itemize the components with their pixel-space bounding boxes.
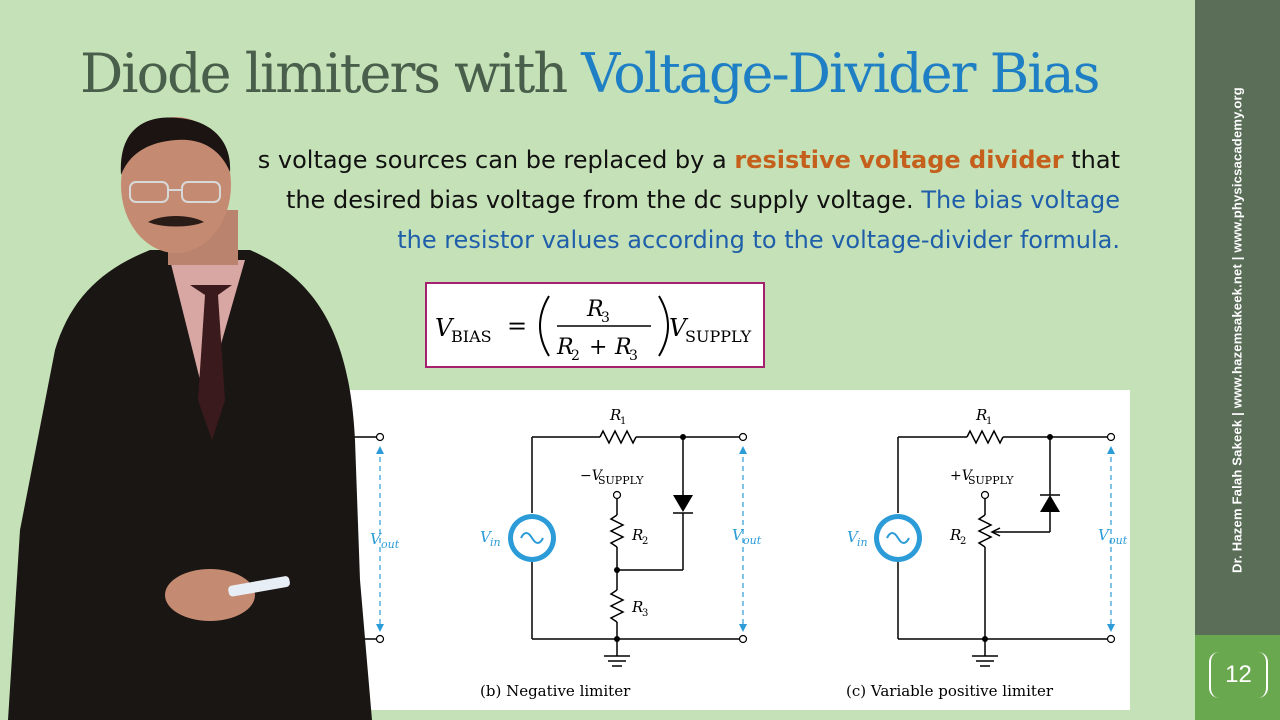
title-part-highlight: Voltage-Divider Bias: [581, 42, 1100, 105]
left-paren: [539, 295, 550, 357]
text-run-blue: the resistor values according to the vol…: [397, 226, 1120, 254]
circuit-b-labels: R 1 −V SUPPLY R 2 R 3 V in V out (b) Neg…: [480, 406, 762, 700]
right-paren: [658, 295, 669, 357]
resistor-r2: [609, 514, 625, 548]
label-vout: V: [732, 526, 745, 544]
label-supply: +V: [950, 468, 974, 484]
credit-text: Dr. Hazem Falah Sakeek | www.hazemsakeek…: [1229, 87, 1245, 573]
circuit-c-variable-positive-limiter: [874, 429, 1116, 667]
presenter-head: [121, 117, 231, 253]
label-vout-sub: out: [743, 534, 762, 547]
formula-plus: +: [589, 335, 607, 360]
paragraph-line-1: s voltage sources can be replaced by a r…: [120, 140, 1120, 180]
text-run: s voltage sources can be replaced by a: [257, 146, 735, 174]
slide-title: Diode limiters with Voltage-Divider Bias: [80, 42, 1100, 105]
presenter-tie: [190, 285, 232, 440]
text-run-blue: The bias voltage: [921, 186, 1120, 214]
diode-icon: [1040, 495, 1060, 512]
presenter-mustache: [148, 216, 204, 227]
title-part-plain: Diode limiters with: [80, 42, 582, 105]
diode-icon: [673, 495, 693, 512]
formula-rhs-var: V: [669, 314, 689, 342]
vout-label: V: [370, 530, 383, 548]
formula-lhs-sub: BIAS: [451, 327, 492, 346]
formula-den-sub1: 2: [571, 348, 580, 364]
label-r1: R: [609, 406, 621, 424]
label-supply-sub: SUPPLY: [598, 474, 644, 487]
label-vout: V: [1098, 526, 1111, 544]
sidebar: [1195, 0, 1280, 720]
label-vout-sub: out: [1109, 534, 1128, 547]
circuit-figure: V out: [340, 390, 1130, 710]
page-number-box: 12: [1195, 635, 1280, 720]
voltage-divider-formula: V BIAS = R 3 R 2 + R 3 V SUPPLY: [425, 282, 765, 368]
label-r2: R: [631, 526, 643, 544]
text-run: that: [1063, 146, 1120, 174]
presenter-coat: [8, 250, 372, 720]
presenter-hands: [165, 569, 255, 621]
formula-den-sub2: 3: [629, 348, 638, 364]
circuit-svg: V out: [340, 406, 1128, 700]
resistor-r1: [966, 429, 1004, 445]
sidebar-credit: Dr. Hazem Falah Sakeek | www.hazemsakeek…: [1195, 0, 1280, 635]
label-r2-sub: 2: [960, 536, 966, 547]
resistor-r1: [599, 429, 637, 445]
label-vin: V: [480, 528, 493, 546]
label-r1-sub: 1: [620, 416, 626, 427]
presenter-video-overlay: [8, 117, 372, 720]
label-r3: R: [631, 598, 643, 616]
resistor-r3: [609, 589, 625, 623]
potentiometer-r2: [977, 514, 993, 548]
formula-rhs-sub: SUPPLY: [685, 327, 752, 346]
presenter-glasses-left: [129, 181, 169, 203]
label-r1-sub: 1: [986, 416, 992, 427]
label-supply: −V: [580, 468, 604, 484]
text-run: the desired bias voltage from the dc sup…: [285, 186, 922, 214]
label-r3-sub: 3: [642, 608, 648, 619]
label-vin-sub: in: [857, 536, 868, 549]
presenter-glasses-right: [181, 181, 221, 203]
formula-lhs-var: V: [435, 314, 455, 342]
paragraph-line-2: the desired bias voltage from the dc sup…: [120, 180, 1120, 220]
label-supply-sub: SUPPLY: [968, 474, 1014, 487]
formula-den-var1: R: [556, 335, 574, 360]
slide-canvas: Diode limiters with Voltage-Divider Bias…: [8, 42, 1130, 720]
presenter-hair: [120, 117, 231, 175]
formula-num-sub: 3: [601, 310, 610, 326]
label-vin: V: [847, 528, 860, 546]
label-vin-sub: in: [490, 536, 501, 549]
vout-sub: out: [381, 538, 400, 551]
page-number: 12: [1209, 652, 1268, 698]
label-r2-sub: 2: [642, 536, 648, 547]
label-r1: R: [975, 406, 987, 424]
caption-variable-positive-limiter: (c) Variable positive limiter: [846, 682, 1054, 700]
marker-pen: [228, 576, 290, 597]
partial-circuit-a: V out: [340, 432, 400, 644]
circuit-b-negative-limiter: [508, 429, 748, 667]
formula-svg: V BIAS = R 3 R 2 + R 3 V SUPPLY: [435, 295, 752, 364]
highlight-resistive-divider: resistive voltage divider: [734, 146, 1064, 174]
label-r2: R: [949, 526, 961, 544]
formula-equals: =: [507, 312, 527, 340]
formula-num-var: R: [586, 297, 604, 322]
caption-negative-limiter: (b) Negative limiter: [480, 682, 631, 700]
circuit-c-labels: R 1 +V SUPPLY R 2 V in V out (c) Variabl…: [846, 406, 1128, 700]
paragraph-line-3: the resistor values according to the vol…: [120, 220, 1120, 260]
formula-den-var2: R: [614, 335, 632, 360]
body-paragraph: s voltage sources can be replaced by a r…: [120, 140, 1120, 260]
